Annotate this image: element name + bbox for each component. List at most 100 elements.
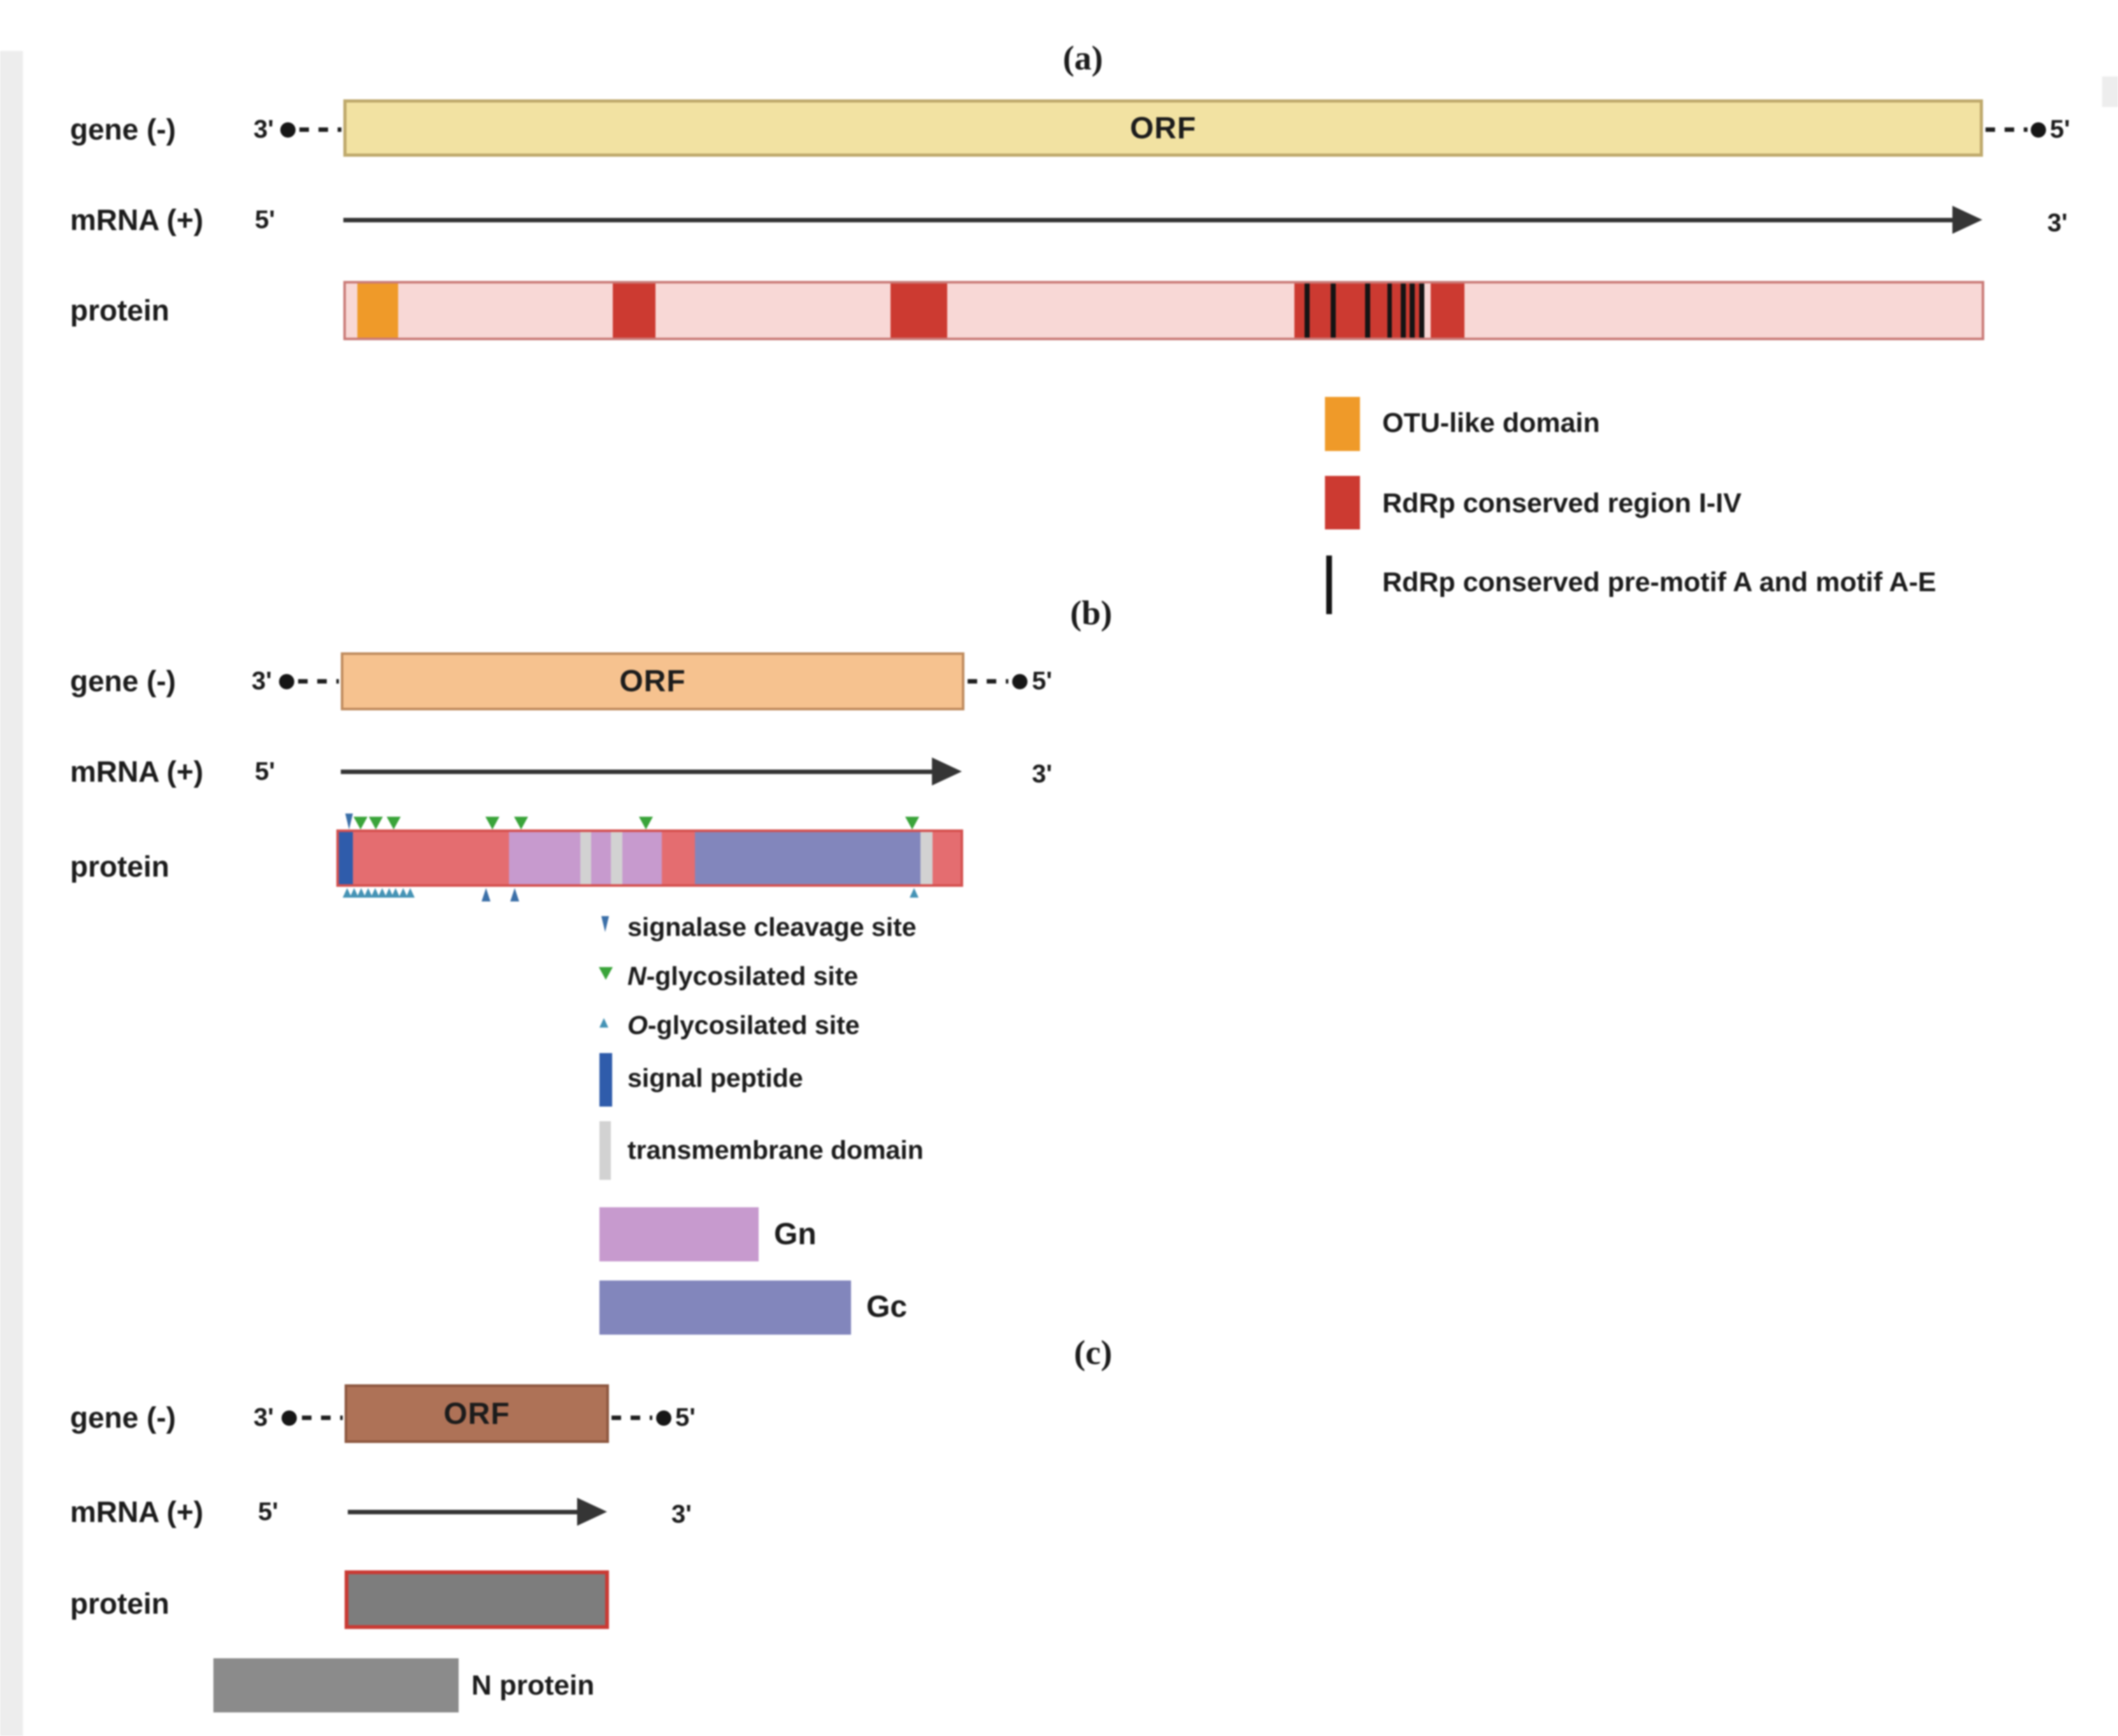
panel-b-gene-right-dashes [968, 679, 1008, 684]
panel-b-mrna-right-prime: 3' [1032, 760, 1052, 788]
panel-c-gene-left-prime: 3' [254, 1403, 274, 1431]
panel-c-mrna-arrow-head [577, 1498, 607, 1526]
n-protein-legend-box [213, 1658, 459, 1712]
n-protein-legend-label: N protein [471, 1670, 595, 1701]
signalase-cleavage-mark [345, 814, 353, 829]
signalase-cleavage-mark [482, 888, 491, 901]
panel-a-tag: (a) [1063, 39, 1103, 77]
panel-b-protein-bar [336, 829, 963, 887]
rdrp-conserved-region-1 [612, 283, 656, 338]
panel-b-mrna-left-prime: 5' [255, 757, 275, 786]
panel-c-mrna-arrow-line [348, 1510, 578, 1514]
panel-b-gene-label: gene (-) [70, 664, 176, 698]
o-glycosilated-mark [406, 888, 415, 898]
rdrp-motif-line [1401, 283, 1406, 338]
rdrp-motif-legend-label: RdRp conserved pre-motif A and motif A-E [1382, 567, 1936, 598]
panel-b-protein-above-marks [336, 807, 963, 829]
transmembrane-legend-swatch [599, 1121, 611, 1180]
panel-b-gene-left-dashes [298, 679, 339, 684]
rdrp-motif-line [1419, 283, 1424, 338]
panel-c-gene-left-dot [282, 1410, 297, 1426]
rdrp-motif-line [1364, 283, 1370, 338]
panel-a-gene-right-dashes [1986, 127, 2028, 132]
otu-like-domain [357, 283, 398, 338]
panel-c-mrna-right-prime: 3' [671, 1500, 692, 1528]
panel-a-gene-left-prime: 3' [254, 115, 274, 143]
transmembrane-domain-1 [580, 832, 592, 884]
panel-b-mrna-label: mRNA (+) [70, 755, 204, 788]
otu-legend-swatch [1325, 397, 1360, 451]
o-glycosilated-mark [399, 888, 408, 898]
o-glycosilated-mark [371, 888, 380, 898]
panel-c-protein-label: protein [70, 1587, 169, 1620]
panel-a-protein-label: protein [70, 294, 169, 327]
panel-b-gene-left-dot [279, 674, 294, 689]
panel-c-mrna-left-prime: 5' [258, 1498, 278, 1526]
gn-legend-box [599, 1207, 759, 1261]
rdrp-motif-line [1410, 283, 1415, 338]
rdrp-motif-line [1387, 283, 1392, 338]
panel-c-tag: (c) [1074, 1333, 1112, 1372]
panel-c-gene-right-dashes [612, 1416, 652, 1420]
panel-b-orf-label: ORF [619, 664, 686, 698]
gc-domain [695, 832, 920, 884]
panel-a-gene-label: gene (-) [70, 113, 176, 146]
panel-b-gene-orf-box: ORF [341, 652, 964, 710]
o-glycosilated-legend-label: O-glycosilated site [627, 1010, 860, 1040]
gc-legend-box [599, 1280, 851, 1335]
o-glycosilated-mark [357, 888, 366, 898]
rdrp-motif-legend-line [1326, 556, 1332, 614]
panel-a-gene-right-prime: 5' [2050, 115, 2070, 143]
panel-a-gene-right-dot [2031, 122, 2046, 138]
signalase-cleavage-legend-label: signalase cleavage site [627, 912, 917, 942]
n-glycosilated-mark [368, 817, 383, 829]
panel-c-mrna-label: mRNA (+) [70, 1495, 204, 1528]
n-glycosilated-mark [485, 817, 500, 829]
panel-c-gene-right-dot [656, 1410, 671, 1426]
panel-a-orf-label: ORF [1129, 111, 1197, 145]
n-glycosilated-legend-label: N-glycosilated site [627, 961, 858, 991]
rdrp-conserved-region-2 [891, 283, 947, 338]
transmembrane-domain-2 [611, 832, 623, 884]
page-edge-right [2102, 76, 2118, 107]
panel-c-protein-bar [345, 1570, 609, 1629]
n-glycosilated-mark [386, 817, 401, 829]
rdrp-motif-line [1304, 283, 1310, 338]
gc-legend-label: Gc [866, 1290, 908, 1324]
panel-b-protein-label: protein [70, 850, 169, 883]
otu-legend-label: OTU-like domain [1382, 408, 1600, 438]
panel-a-mrna-left-prime: 5' [255, 206, 275, 234]
panel-a-protein-bar [343, 281, 1984, 340]
signal-peptide-legend-swatch [599, 1053, 612, 1107]
n-glyc-prefix: N [627, 961, 647, 991]
rdrp-region-legend-label: RdRp conserved region I-IV [1382, 488, 1742, 519]
panel-c-gene-label: gene (-) [70, 1401, 176, 1434]
panel-b-protein-below-marks [336, 888, 963, 910]
transmembrane-legend-label: transmembrane domain [627, 1135, 924, 1165]
panel-a-gene-left-dot [280, 122, 296, 138]
panel-b-mrna-arrow-head [932, 757, 962, 786]
signalase-cleavage-legend-icon [601, 916, 609, 932]
page-edge-left [0, 51, 23, 1736]
panel-b-gene-right-prime: 5' [1032, 667, 1052, 695]
panel-a-gene-orf-box: ORF [343, 99, 1983, 157]
n-glycosilated-mark [905, 817, 920, 829]
panel-b-mrna-arrow-line [341, 770, 933, 774]
panel-a-mrna-right-prime: 3' [2047, 209, 2068, 237]
o-glycosilated-mark [342, 888, 352, 898]
n-glycosilated-legend-icon [599, 967, 613, 980]
o-glycosilated-mark [377, 888, 387, 898]
panel-b-gene-right-dot [1012, 674, 1027, 689]
o-glycosilated-legend-icon [599, 1018, 608, 1028]
panel-a-gene-left-dashes [299, 127, 341, 132]
n-glycosilated-mark [514, 817, 529, 829]
n-glycosilated-mark [354, 817, 368, 829]
signal-peptide-legend-label: signal peptide [627, 1063, 803, 1093]
o-glycosilated-mark [384, 888, 394, 898]
panel-a-mrna-arrow-line [343, 218, 1954, 222]
panel-b-tag: (b) [1070, 594, 1112, 632]
panel-c-gene-right-prime: 5' [675, 1403, 696, 1431]
transmembrane-domain-3 [920, 832, 933, 884]
rdrp-conserved-region-4 [1430, 283, 1464, 338]
